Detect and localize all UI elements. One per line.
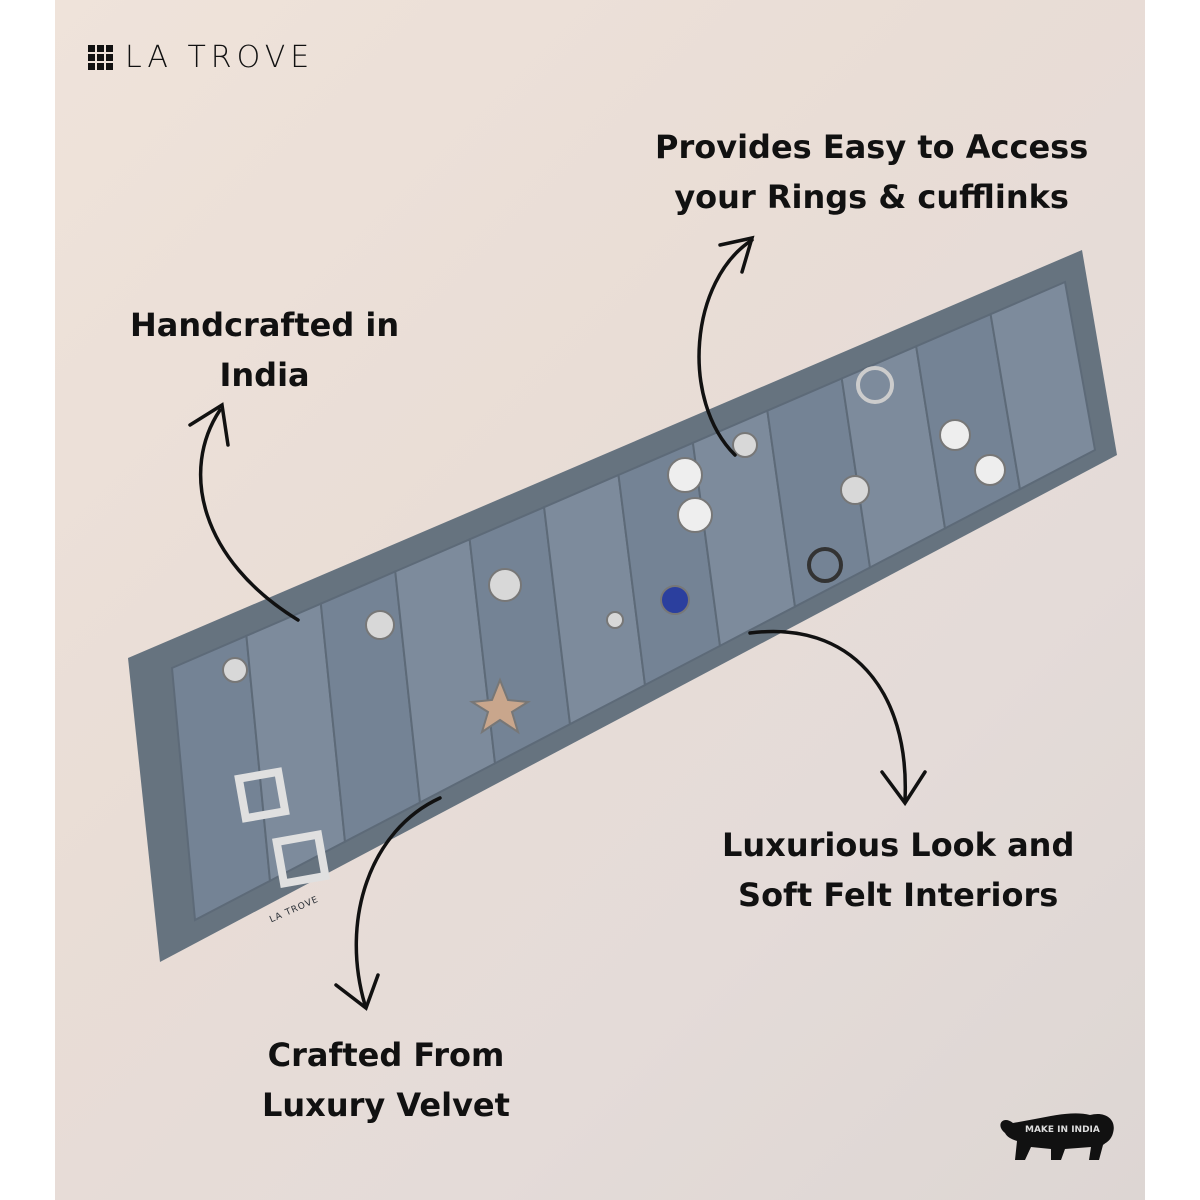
caption-line: India (219, 356, 310, 394)
caption-handcrafted: Handcrafted in India (130, 300, 399, 400)
caption-luxurious: Luxurious Look and Soft Felt Interiors (722, 820, 1074, 920)
star-ring (468, 677, 532, 735)
brand-grid-icon (88, 45, 113, 70)
pearl-ring (677, 497, 713, 533)
clover-ring (856, 366, 894, 404)
pearl-earring (974, 454, 1006, 486)
caption-line: Handcrafted in (130, 306, 400, 344)
ring-roll (989, 280, 1097, 491)
ring (222, 657, 248, 683)
ring (732, 432, 758, 458)
ring (807, 547, 843, 583)
earring (234, 767, 290, 823)
caption-line: Provides Easy to Access (655, 128, 1089, 166)
lion-icon (1000, 1113, 1114, 1160)
caption-line: Crafted From (267, 1036, 505, 1074)
caption-access: Provides Easy to Access your Rings & cuf… (655, 122, 1088, 222)
caption-line: your Rings & cufflinks (674, 178, 1069, 216)
pearl-ring (667, 457, 703, 493)
arrow-to-luxurious (748, 629, 907, 802)
caption-line: Soft Felt Interiors (738, 876, 1059, 914)
ring (488, 568, 522, 602)
earring (272, 830, 330, 888)
arrows (188, 235, 927, 1011)
brand-name: LA TROVE (125, 40, 315, 75)
make-in-india-text: MAKE IN INDIA (1025, 1125, 1100, 1135)
jewelry-pieces (222, 366, 1006, 888)
make-in-india-badge: MAKE IN INDIA (995, 1105, 1120, 1165)
arrow-to-velvet (354, 796, 442, 1007)
ring (840, 475, 870, 505)
ring (365, 610, 395, 640)
brand-logo: LA TROVE (88, 40, 314, 75)
caption-velvet: Crafted From Luxury Velvet (262, 1030, 510, 1130)
pearl-earring (939, 419, 971, 451)
caption-line: Luxury Velvet (262, 1086, 510, 1124)
arrow-to-handcrafted (198, 408, 300, 622)
arrow-to-access (697, 238, 754, 457)
sapphire-ring (660, 585, 690, 615)
caption-line: Luxurious Look and (722, 826, 1075, 864)
ring (606, 611, 624, 629)
